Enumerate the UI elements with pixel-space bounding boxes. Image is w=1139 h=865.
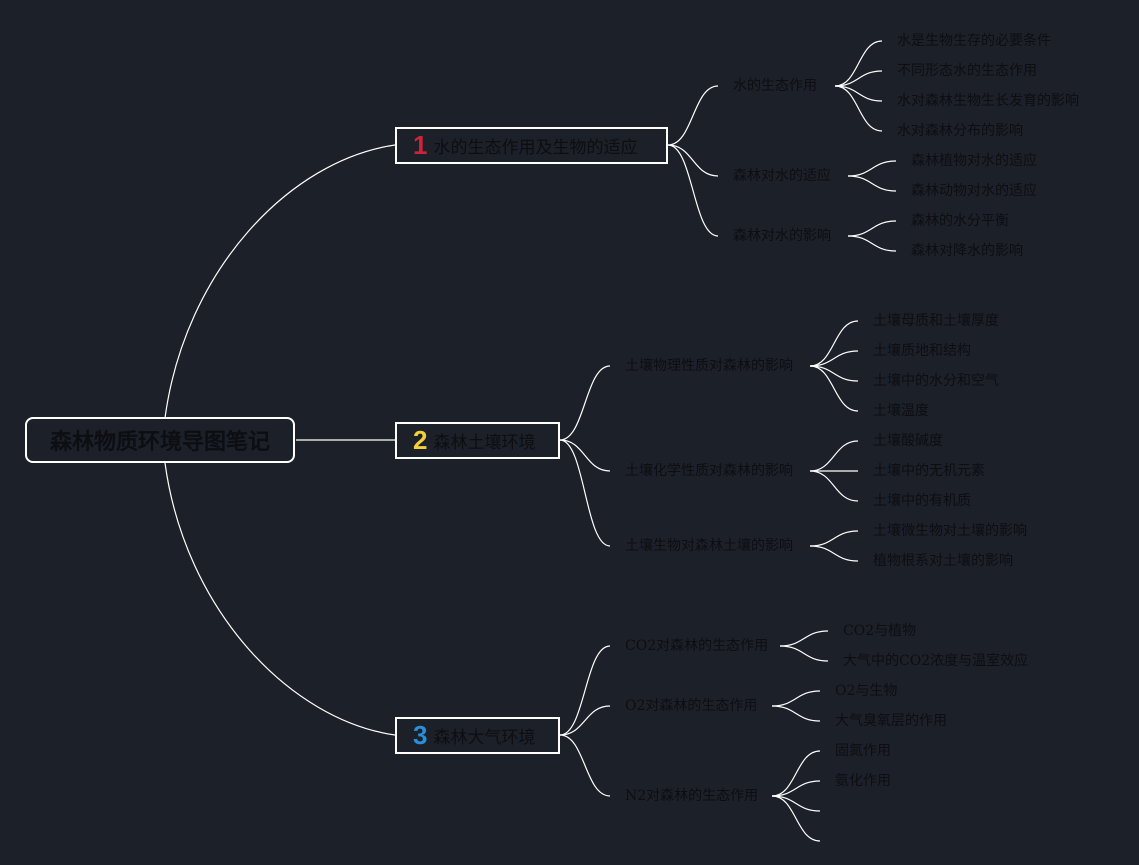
leaf-node[interactable]: O2与生物 [835,683,898,699]
leaf-node[interactable]: 不同形态水的生态作用 [897,63,1037,79]
leaf-link [779,645,829,662]
topic-node[interactable]: N2对森林的生态作用 [625,788,759,804]
number-3-icon: 3 [413,720,428,750]
leaf-node[interactable]: 固氮作用 [835,743,891,759]
topic-link [559,365,611,441]
leaf-node[interactable]: 土壤中的水分和空气 [873,373,999,389]
leaf-link [809,545,859,562]
root-link-1 [164,144,396,419]
branch-title: 水的生态作用及生物的适应 [433,138,638,158]
leaf-node[interactable]: 森林对降水的影响 [911,243,1023,259]
leaf-node[interactable]: CO2与植物 [843,623,917,639]
leaf-node[interactable]: 森林动物对水的适应 [911,183,1037,199]
leaf-link [809,365,859,412]
root-title: 森林物质环境导图笔记 [49,430,270,455]
leaf-node[interactable]: 大气中的CO2浓度与温室效应 [843,653,1029,669]
topic-node[interactable]: 森林对水的影响 [733,228,831,244]
root-link-3 [164,462,396,736]
branch-title: 森林土壤环境 [433,433,536,453]
leaf-link [809,470,859,502]
leaf-node[interactable]: 水对森林生物生长发育的影响 [897,93,1079,109]
topic-node[interactable]: 水的生态作用 [733,78,817,94]
branch-title: 森林大气环境 [433,728,536,748]
leaf-node[interactable]: 土壤母质和土壤厚度 [873,313,999,329]
leaf-link [834,85,883,132]
topic-link [559,734,611,797]
leaf-link [809,350,859,367]
leaf-node[interactable]: 土壤微生物对土壤的影响 [873,523,1027,539]
leaf-node[interactable]: 土壤温度 [873,403,929,419]
leaf-link [847,160,897,177]
leaf-link [771,705,821,722]
leaf-link [847,235,897,252]
leaf-node[interactable]: 氨化作用 [835,773,891,789]
topic-link [559,439,611,472]
leaf-node[interactable]: 土壤中的有机质 [873,493,971,509]
topic-node[interactable]: CO2对森林的生态作用 [625,638,769,654]
leaf-node[interactable]: 土壤质地和结构 [873,343,971,359]
topic-node[interactable]: 森林对水的适应 [733,168,831,184]
topic-link [559,705,611,736]
leaf-link [834,70,883,87]
topic-link [667,85,719,146]
topic-node[interactable]: 土壤化学性质对森林的影响 [625,463,793,479]
leaf-link [809,440,859,472]
leaf-node[interactable]: 水是生物生存的必要条件 [897,33,1051,49]
number-1-icon: 1 [413,130,428,160]
leaf-link [834,40,883,87]
leaf-link [809,320,859,367]
topic-link [667,144,719,177]
topic-link [667,144,719,237]
leaf-link [779,630,829,647]
branch-node-atmosphere[interactable]: 3 森林大气环境 [395,717,560,754]
leaf-link [771,795,821,842]
topic-node[interactable]: O2对森林的生态作用 [625,698,758,714]
leaf-link [847,220,897,237]
branch-node-water[interactable]: 1 水的生态作用及生物的适应 [395,127,668,164]
topic-node[interactable]: 土壤物理性质对森林的影响 [625,358,793,374]
leaf-node[interactable]: 植物根系对土壤的影响 [873,553,1013,569]
leaf-node[interactable]: 水对森林分布的影响 [897,123,1023,139]
leaf-link [771,780,821,797]
leaf-link [771,690,821,707]
leaf-node[interactable]: 土壤酸碱度 [873,433,943,449]
leaf-link [809,530,859,547]
leaf-node[interactable]: 森林植物对水的适应 [911,153,1037,169]
topic-link [559,645,611,736]
topic-link [559,439,611,547]
root-node[interactable]: 森林物质环境导图笔记 [25,417,295,463]
leaf-node[interactable]: 土壤中的无机元素 [873,463,985,479]
number-2-icon: 2 [413,425,428,455]
leaf-link [847,175,897,192]
leaf-link [771,750,821,797]
topic-node[interactable]: 土壤生物对森林土壤的影响 [625,538,793,554]
leaf-node[interactable]: 大气臭氧层的作用 [835,713,947,729]
leaf-node[interactable]: 森林的水分平衡 [911,213,1009,229]
branch-node-soil[interactable]: 2 森林土壤环境 [395,422,560,459]
